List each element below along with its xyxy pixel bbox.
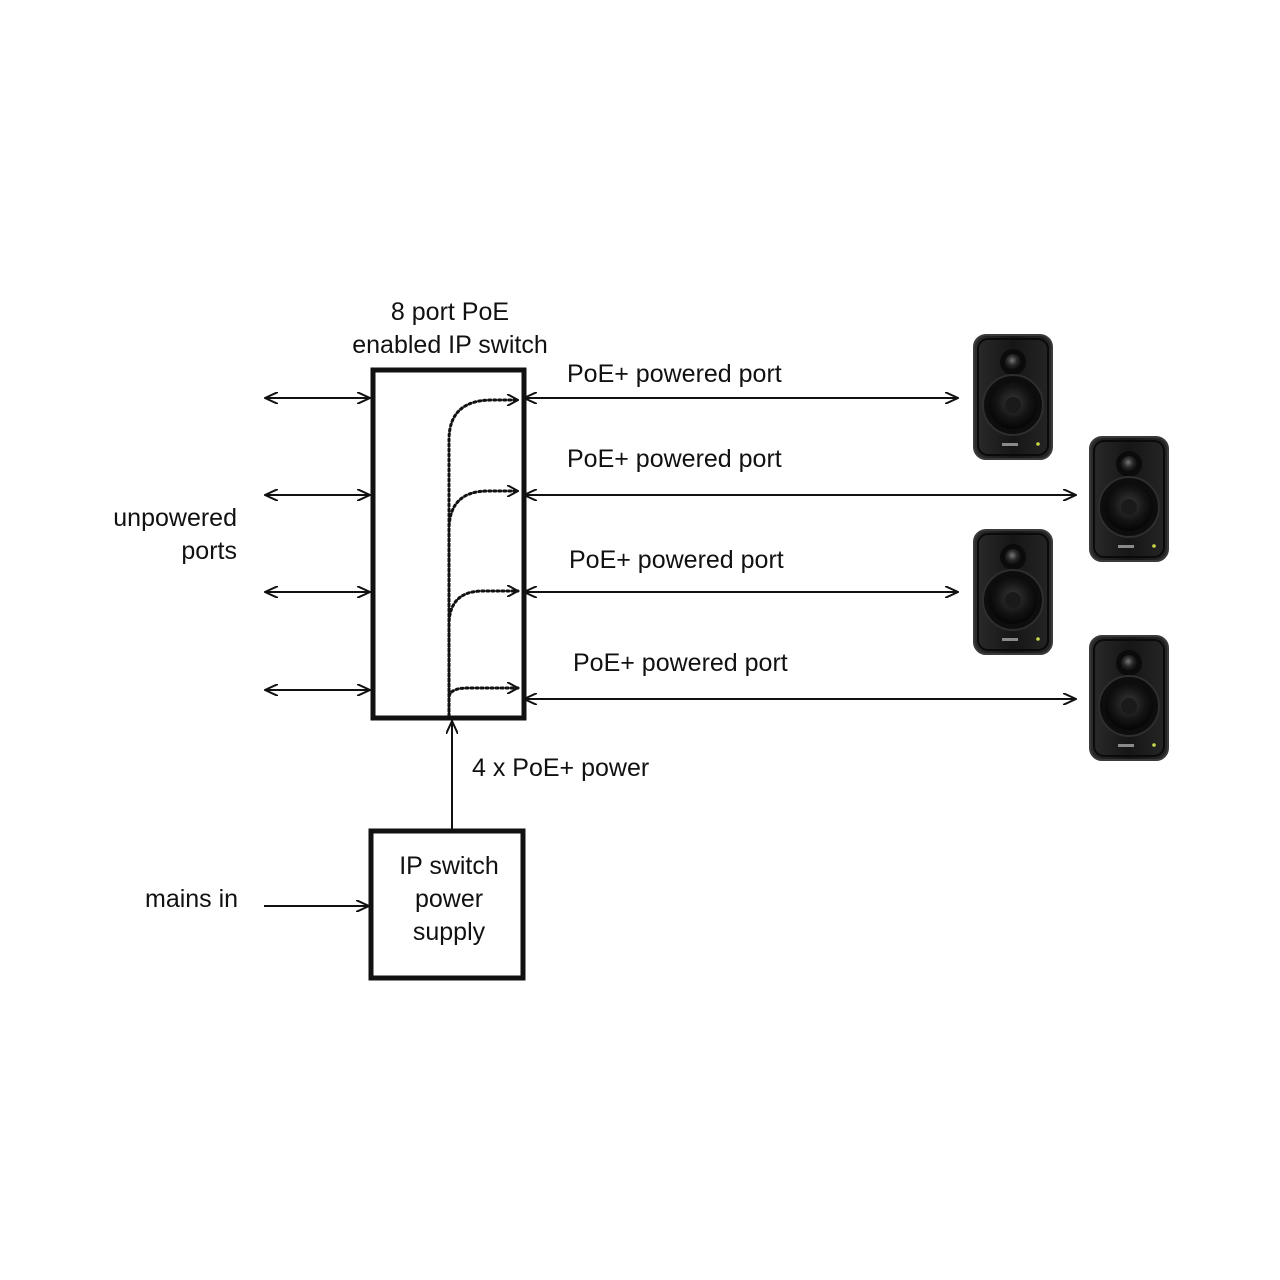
speaker [973, 529, 1053, 655]
ip-switch-box [370, 367, 527, 721]
switch-title-line1: 8 port PoE [390, 298, 510, 326]
unpowered-label-line1: unpowered [113, 504, 237, 532]
mains-in-label: mains in [145, 885, 239, 913]
power-supply-line1: IP switch [399, 852, 499, 880]
powered-port-label: PoE+ powered port [567, 445, 782, 473]
speaker [973, 334, 1053, 460]
switch-title-line2: enabled IP switch [352, 331, 548, 359]
unpowered-label-line2: ports [181, 537, 237, 565]
power-supply-label: IP switch power supply [373, 850, 525, 949]
speaker [1089, 436, 1169, 562]
poe-power-label: 4 x PoE+ power [472, 754, 650, 782]
power-supply-line3: supply [412, 918, 486, 946]
speaker [1089, 635, 1169, 761]
switch-title: 8 port PoE enabled IP switch [330, 296, 570, 362]
power-supply-line2: power [414, 885, 484, 913]
power-supply-box [368, 828, 526, 981]
powered-port-label: PoE+ powered port [567, 360, 782, 388]
powered-port-label: PoE+ powered port [569, 546, 784, 574]
internal-power-paths [447, 400, 520, 718]
unpowered-ports-label: unpowered ports [90, 502, 237, 568]
powered-port-label: PoE+ powered port [573, 649, 788, 677]
